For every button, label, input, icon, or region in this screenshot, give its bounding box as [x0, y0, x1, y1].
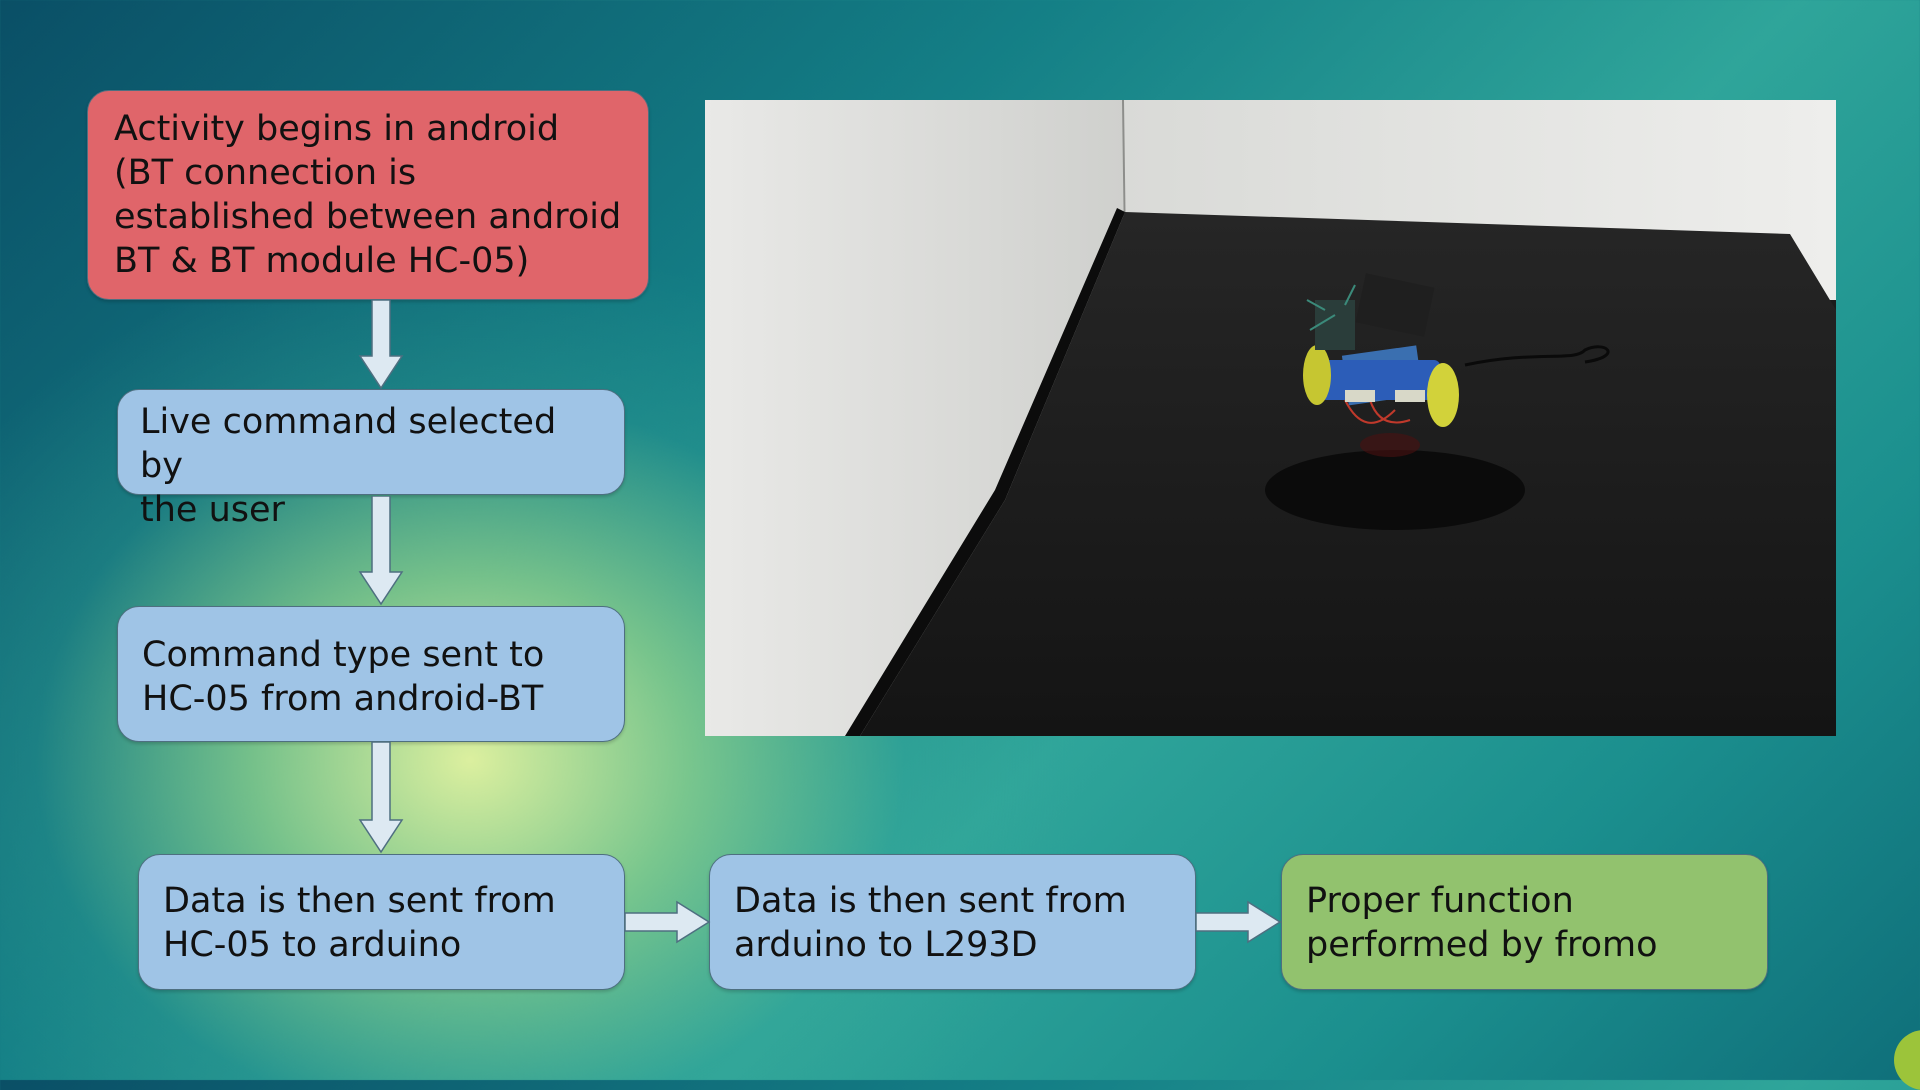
- node-live-command: Live command selected by the user: [117, 389, 625, 530]
- arrow-down-icon: [358, 496, 404, 606]
- node-text-line: HC-05 to arduino: [163, 925, 462, 965]
- node-text-line: arduino to L293D: [734, 925, 1038, 965]
- node-text-line: HC-05 from android-BT: [142, 679, 544, 719]
- decorative-dot: [1894, 1030, 1920, 1090]
- node-command-type: Command type sent to HC-05 from android-…: [117, 606, 625, 742]
- node-proper-function: Proper function performed by fromo: [1281, 854, 1768, 990]
- arrow-right-icon: [625, 900, 711, 944]
- robot-car-photo: [705, 100, 1836, 736]
- node-text-line: Live command selected by: [140, 402, 557, 486]
- arrow-right-icon: [1196, 900, 1282, 944]
- node-text-line: Proper function: [1306, 881, 1574, 921]
- node-text-line: established between android: [114, 197, 622, 237]
- node-text-line: Data is then sent from: [163, 881, 556, 921]
- node-text-line: performed by fromo: [1306, 925, 1658, 965]
- node-text-line: Command type sent to: [142, 635, 545, 675]
- arrow-down-icon: [358, 742, 404, 854]
- node-activity-begins: Activity begins in android (BT connectio…: [87, 90, 649, 300]
- node-data-arduino-l293d: Data is then sent from arduino to L293D: [709, 854, 1196, 990]
- node-text-line: Activity begins in android: [114, 109, 560, 149]
- node-text-line: Data is then sent from: [734, 881, 1127, 921]
- node-text-line: the user: [140, 490, 285, 530]
- node-text-line: (BT connection is: [114, 153, 417, 193]
- arrow-down-icon: [358, 300, 404, 390]
- node-text-line: BT & BT module HC-05): [114, 241, 530, 281]
- node-data-hc05-arduino: Data is then sent from HC-05 to arduino: [138, 854, 625, 990]
